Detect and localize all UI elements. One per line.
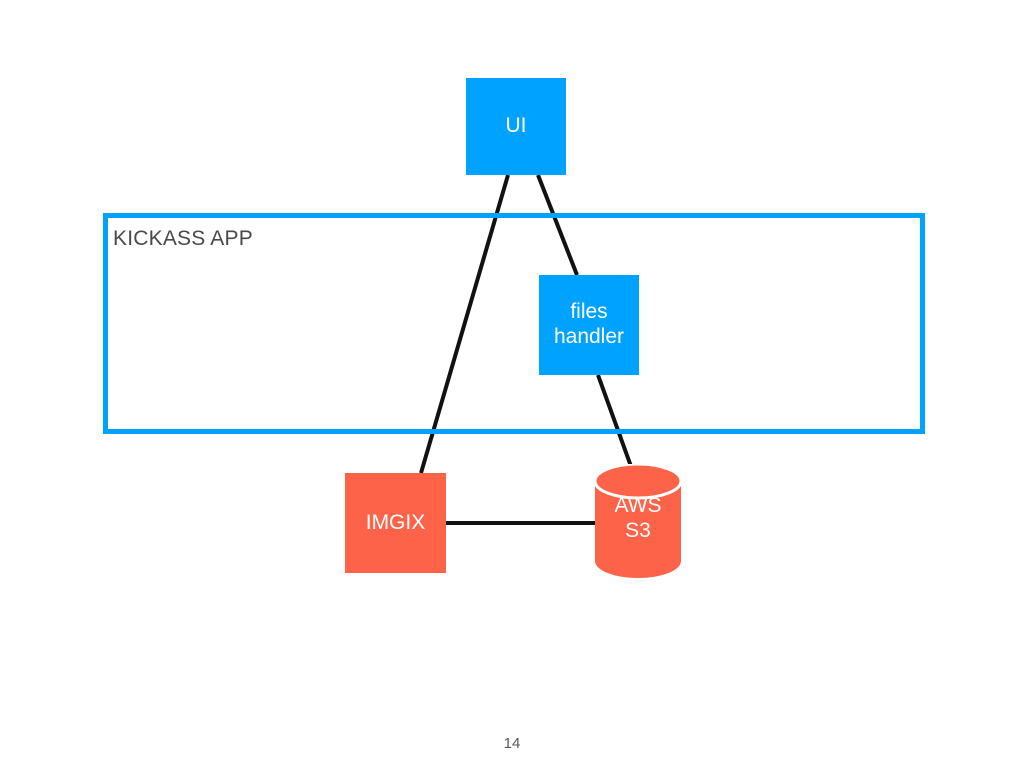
group-kickass-app-label: KICKASS APP: [113, 227, 253, 250]
node-files-handler[interactable]: files handler: [539, 275, 639, 375]
node-files-handler-label: files handler: [553, 300, 625, 348]
node-imgix[interactable]: IMGIX: [345, 473, 446, 573]
node-ui-label: UI: [505, 114, 527, 138]
group-kickass-app: KICKASS APP: [103, 213, 925, 434]
node-aws-s3-label: AWS S3: [614, 494, 662, 542]
page-number: 14: [503, 735, 521, 752]
cylinder-shape-icon: [595, 464, 681, 578]
node-ui[interactable]: UI: [466, 78, 566, 175]
node-imgix-label: IMGIX: [365, 510, 426, 534]
node-aws-s3[interactable]: AWS S3: [595, 464, 681, 578]
